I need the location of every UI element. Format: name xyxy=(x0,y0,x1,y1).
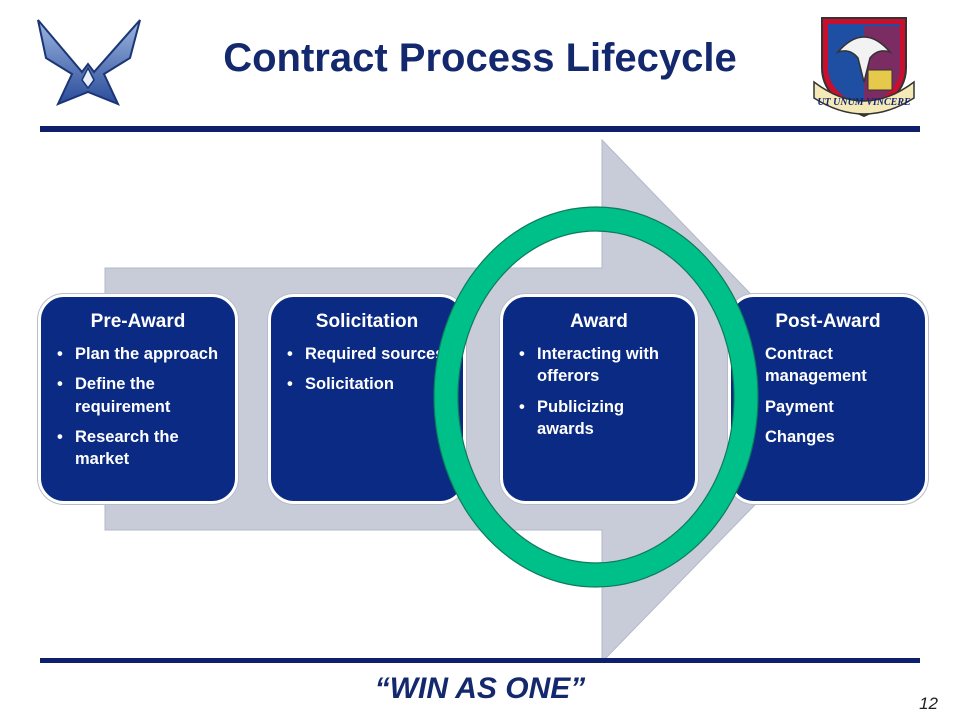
list-item: Publicizing awards xyxy=(517,396,681,441)
page-title: Contract Process Lifecycle xyxy=(223,36,737,80)
list-item: Contract management xyxy=(745,343,911,388)
page-number: 12 xyxy=(919,694,938,713)
stage-post-award: Post-Award Contract management Payment C… xyxy=(728,294,928,504)
list-item: Research the market xyxy=(55,426,221,471)
list-item: Payment xyxy=(745,396,911,419)
stage-pre-award: Pre-Award Plan the approach Define the r… xyxy=(38,294,238,504)
list-item: Define the requirement xyxy=(55,373,221,418)
stage-award: Award Interacting with offerors Publiciz… xyxy=(500,294,698,504)
stage-solicitation: Solicitation Required sources Solicitati… xyxy=(268,294,466,504)
list-item: Solicitation xyxy=(285,373,449,396)
stage-title: Pre-Award xyxy=(90,311,186,332)
list-item: Plan the approach xyxy=(55,343,221,366)
seal-motto: UT UNUM VINCERE xyxy=(817,97,911,108)
header-rule xyxy=(40,126,920,132)
footer-rule xyxy=(40,658,920,663)
list-item: Required sources xyxy=(285,343,449,366)
list-item: Interacting with offerors xyxy=(517,343,681,388)
wing-emblem-icon: UT UNUM VINCERE xyxy=(813,17,915,118)
list-item: Changes xyxy=(745,426,911,449)
footer-slogan: “WIN AS ONE” xyxy=(374,672,586,705)
stage-title: Solicitation xyxy=(315,311,419,332)
air-force-symbol-icon xyxy=(37,19,141,106)
stage-title: Award xyxy=(570,311,628,332)
stage-title: Post-Award xyxy=(775,311,881,332)
